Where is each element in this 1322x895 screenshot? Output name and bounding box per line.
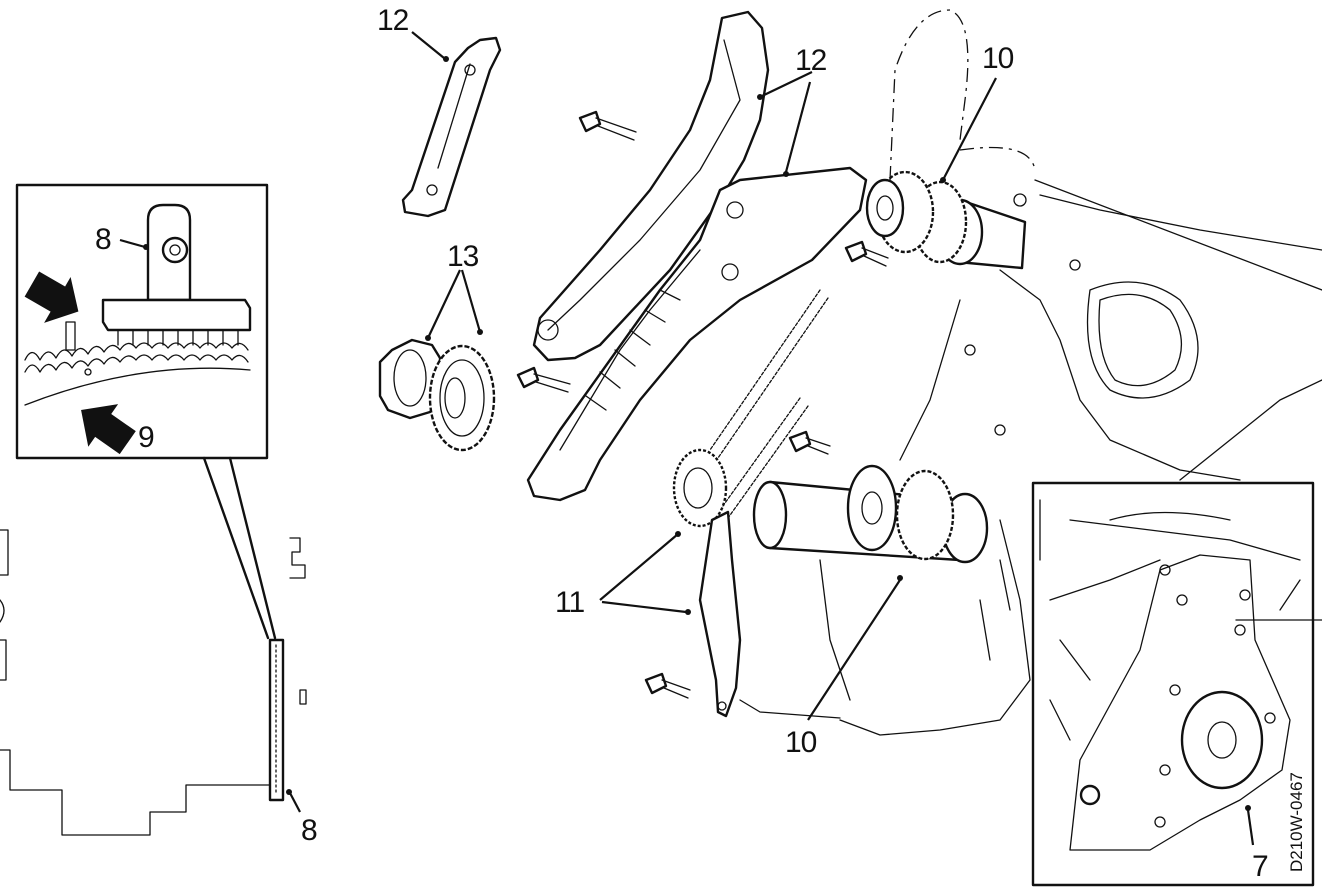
bolt-camshaft: [844, 240, 889, 267]
callout-7: 7: [1252, 850, 1268, 883]
camshaft-sprocket-upper: [865, 77, 1027, 270]
tensioner-rail: [268, 638, 285, 802]
engine-block: [739, 9, 1322, 736]
chain-guide-lower: [599, 510, 742, 718]
timing-cover-inset: [1031, 481, 1315, 887]
press-arrow-icon: [24, 271, 79, 323]
guide-rail-right: [532, 10, 813, 362]
callout-12-right: 12: [795, 44, 827, 77]
engine-front-outline: [0, 529, 307, 836]
callout-9: 9: [138, 421, 154, 454]
crank-sprocket-assembly: [378, 269, 496, 452]
callout-8-inset: 8: [95, 223, 111, 256]
timing-chain: [672, 289, 829, 528]
bolt-chain-guide: [644, 672, 691, 699]
drawing-code: D210W-0467: [1287, 772, 1306, 872]
callout-12-left: 12: [377, 4, 409, 37]
guide-rail-left: [401, 31, 502, 218]
bolt-lower-cam: [788, 430, 831, 455]
chain-tensioner-guide: [526, 81, 868, 502]
callout-13: 13: [447, 240, 479, 273]
bolt-upper-guide: [578, 110, 637, 141]
callout-10-bottom: 10: [785, 726, 817, 759]
callout-10-top: 10: [982, 42, 1014, 75]
callout-8-bottom: 8: [301, 814, 317, 847]
callout-11: 11: [555, 586, 584, 619]
camshaft-sprocket-lower: [752, 464, 989, 721]
release-arrow-icon: [81, 404, 136, 455]
bolt-mid-guide: [516, 366, 571, 393]
tensioner-detail-inset: [15, 183, 277, 640]
